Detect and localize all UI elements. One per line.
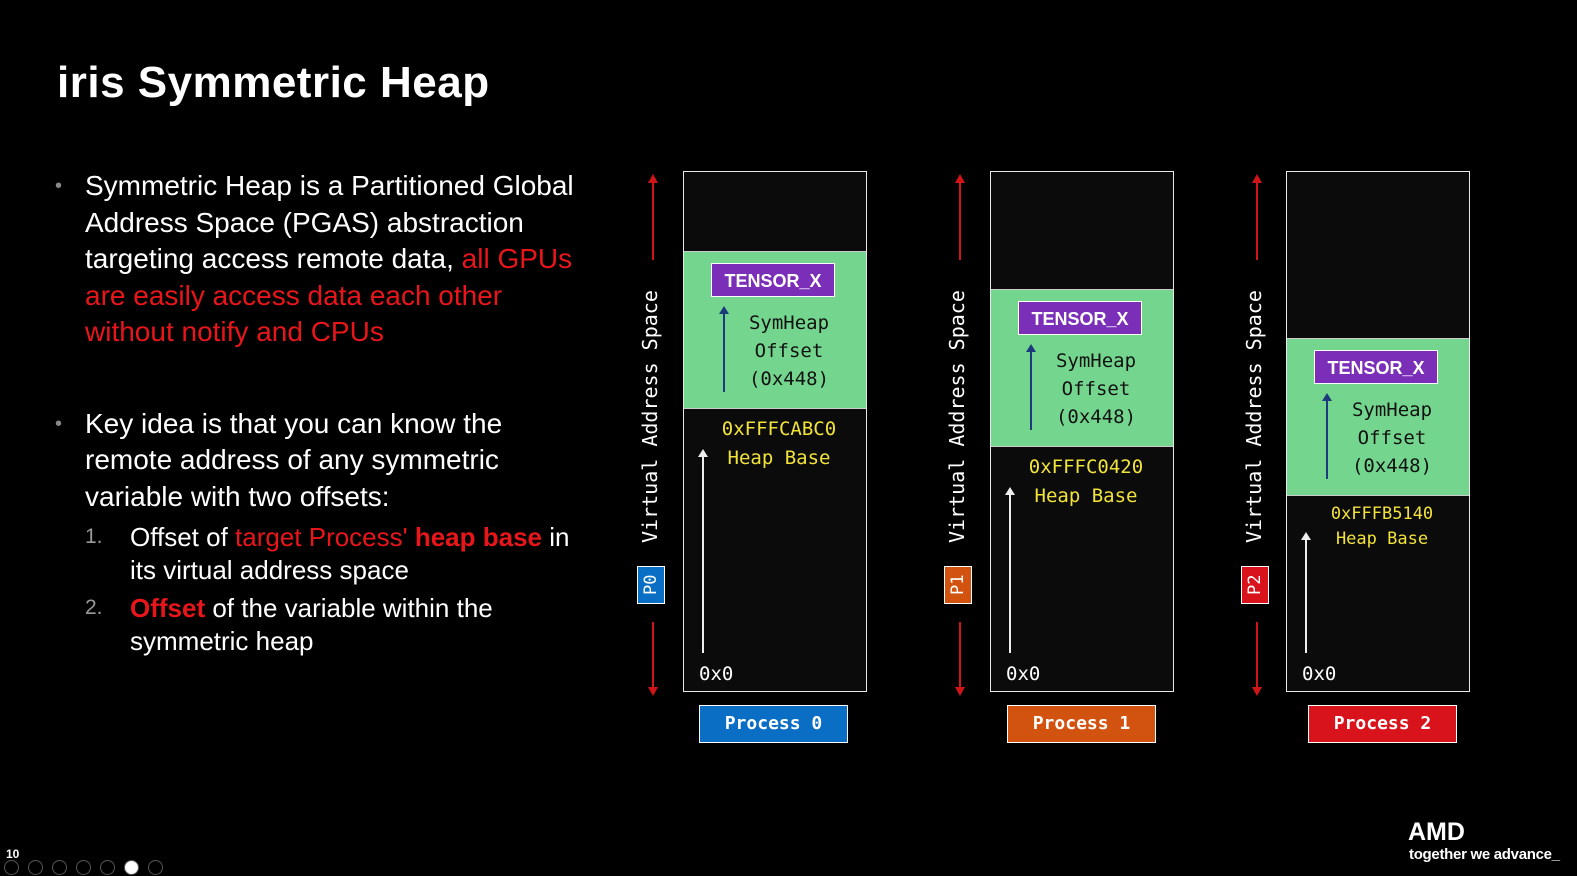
address-down-arrow-icon [1252, 622, 1262, 696]
address-up-arrow-icon [1252, 174, 1262, 260]
camera-icon[interactable] [124, 860, 139, 875]
bullet-1-text: Symmetric Heap is a Partitioned Global A… [85, 170, 574, 274]
tensor-x-block: TENSOR_X [711, 263, 835, 297]
bullet-dot-icon: • [55, 175, 63, 197]
memory-block: TENSOR_X SymHeap Offset (0x448) 0xFFFB51… [1286, 171, 1470, 692]
process-badge: P0 [637, 566, 665, 604]
brand-tagline: together we advance_ [1409, 846, 1560, 863]
symmetric-heap-region: TENSOR_X SymHeap Offset (0x448) [684, 251, 866, 409]
sub-item-1: 1. Offset of target Process' heap base i… [85, 522, 570, 585]
bullet-dot-icon: • [55, 412, 63, 435]
bullet-2: • Key idea is that you can know the remo… [55, 406, 575, 516]
symheap-offset-label: SymHeap Offset (0x448) [748, 312, 830, 390]
symheap-offset-label: SymHeap Offset (0x448) [1055, 350, 1137, 428]
amd-logo: AMD [1408, 818, 1465, 846]
slide-title: iris Symmetric Heap [57, 58, 490, 107]
address-down-arrow-icon [648, 622, 658, 696]
zero-address-label: 0x0 [1302, 663, 1337, 685]
memory-block: TENSOR_X SymHeap Offset (0x448) 0xFFFCAB… [683, 171, 867, 692]
address-up-arrow-icon [648, 174, 658, 260]
heap-base-arrow-icon [1005, 487, 1015, 653]
slides-icon[interactable] [52, 860, 67, 875]
process-label: Process 1 [1007, 705, 1156, 743]
offset-arrow-icon [1322, 393, 1332, 479]
heap-base-label: 0xFFFC0420 Heap Base [1028, 456, 1144, 507]
zero-address-label: 0x0 [1006, 663, 1041, 685]
presenter-toolbar [4, 860, 163, 875]
process-badge: P2 [1241, 566, 1269, 604]
memory-block: TENSOR_X SymHeap Offset (0x448) 0xFFFC04… [990, 171, 1174, 692]
virtual-address-space-label: Virtual Address Space [638, 290, 662, 544]
symmetric-heap-region: TENSOR_X SymHeap Offset (0x448) [991, 289, 1173, 447]
virtual-address-space-label: Virtual Address Space [1242, 290, 1266, 544]
address-down-arrow-icon [955, 622, 965, 696]
offset-arrow-icon [719, 306, 729, 392]
subtitle-icon[interactable] [100, 860, 115, 875]
heap-base-arrow-icon [698, 449, 708, 653]
process-label: Process 0 [699, 705, 848, 743]
symmetric-heap-region: TENSOR_X SymHeap Offset (0x448) [1287, 338, 1469, 496]
bullet-1: • Symmetric Heap is a Partitioned Global… [55, 168, 575, 351]
sub-item-2: 2. Offset of the variable within the sym… [85, 593, 493, 656]
tensor-x-block: TENSOR_X [1314, 350, 1438, 384]
play-icon[interactable] [4, 860, 19, 875]
zoom-icon[interactable] [76, 860, 91, 875]
bullet-1-highlight: all GPUs are easily access data each oth… [85, 243, 573, 347]
heap-base-label: 0xFFFCABC0 Heap Base [721, 418, 837, 469]
heap-base-label: 0xFFFB5140 Heap Base [1330, 504, 1434, 549]
process-badge: P1 [944, 566, 972, 604]
bullet-2-text: Key idea is that you can know the remote… [85, 407, 503, 512]
more-icon[interactable] [148, 860, 163, 875]
process-label: Process 2 [1308, 705, 1457, 743]
tensor-x-block: TENSOR_X [1018, 301, 1142, 335]
pen-icon[interactable] [28, 860, 43, 875]
symheap-offset-label: SymHeap Offset (0x448) [1351, 399, 1433, 477]
bullet-list: • Symmetric Heap is a Partitioned Global… [55, 168, 575, 657]
heap-base-arrow-icon [1301, 532, 1311, 653]
zero-address-label: 0x0 [699, 663, 734, 685]
offset-arrow-icon [1026, 344, 1036, 430]
address-up-arrow-icon [955, 174, 965, 260]
page-number: 10 [6, 847, 20, 861]
virtual-address-space-label: Virtual Address Space [945, 290, 969, 544]
